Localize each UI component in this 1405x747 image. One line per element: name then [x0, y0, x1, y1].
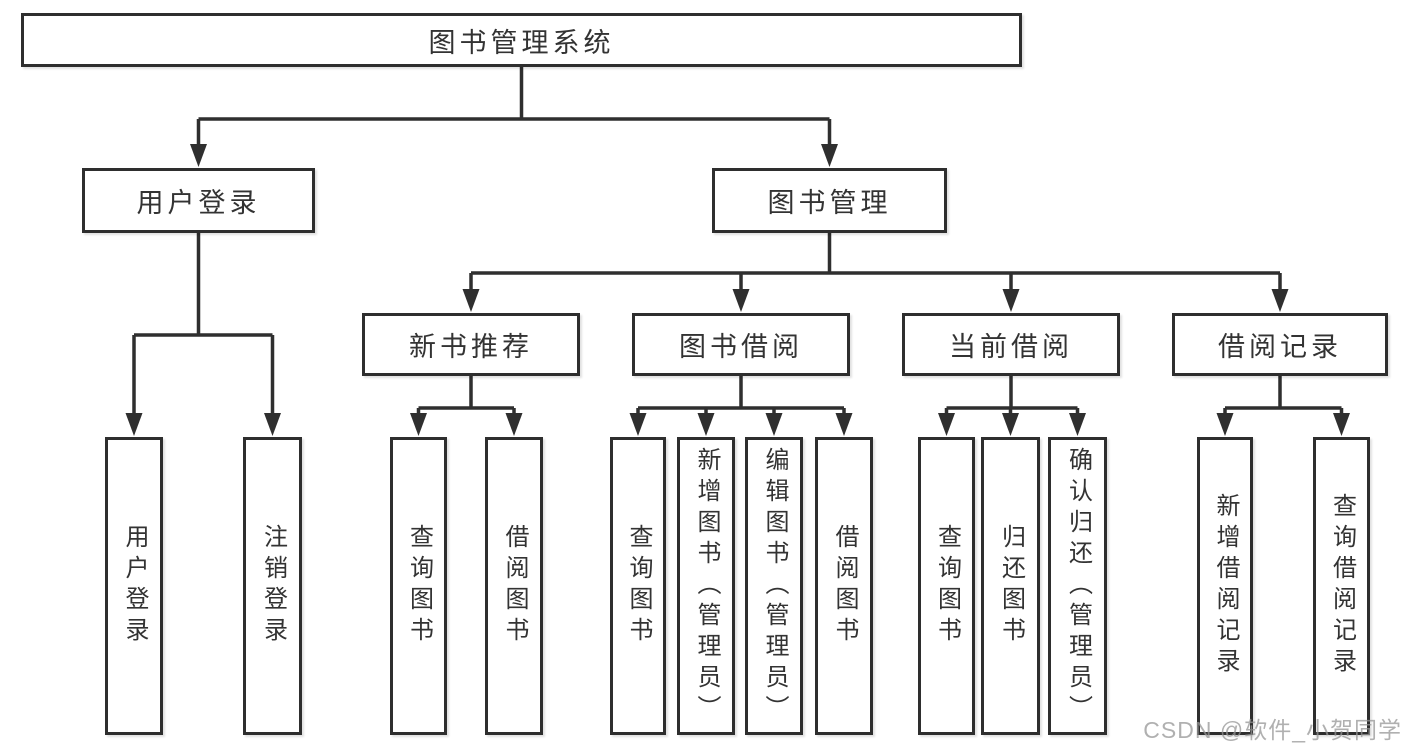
- arrow-down-icon: [1216, 413, 1234, 436]
- wire-borrowrecord-to-leaves: [1223, 376, 1344, 415]
- node-leaf-borrow-book-2: 借阅图书: [815, 437, 873, 735]
- node-leaf-query-book-1: 查询图书: [390, 437, 447, 735]
- node-label: 确认归还（管理员）: [1064, 446, 1092, 726]
- node-label: 注销登录: [259, 524, 287, 648]
- wire-newbookrec-to-leaves: [416, 376, 516, 415]
- node-current-borrowing: 当前借阅: [902, 313, 1120, 376]
- node-book-management: 图书管理: [712, 168, 947, 233]
- wire-bookborrow-to-leaves: [636, 376, 846, 415]
- node-label: 归还图书: [997, 524, 1025, 648]
- node-leaf-query-borrow-record: 查询借阅记录: [1313, 437, 1370, 735]
- arrow-down-icon: [505, 413, 523, 436]
- node-leaf-borrow-book-1: 借阅图书: [485, 437, 543, 735]
- arrow-down-icon: [1271, 289, 1289, 312]
- node-borrowing-records: 借阅记录: [1172, 313, 1388, 376]
- wire-root-to-level2: [196, 67, 832, 146]
- node-leaf-add-borrow-record: 新增借阅记录: [1197, 437, 1253, 735]
- node-leaf-add-book-admin: 新增图书（管理员）: [677, 437, 735, 735]
- node-label: 借阅图书: [831, 524, 858, 648]
- wire-currentborrow-to-leaves: [944, 376, 1080, 415]
- node-label: 新增图书（管理员）: [693, 446, 720, 726]
- csdn-watermark: CSDN @软件_小贺同学: [1143, 717, 1402, 743]
- node-label: 新增借阅记录: [1212, 493, 1239, 679]
- wire-userlogin-to-leaves: [132, 233, 275, 415]
- node-leaf-user-login: 用户登录: [105, 437, 163, 735]
- node-user-login: 用户登录: [82, 168, 315, 233]
- arrow-down-icon: [821, 144, 838, 167]
- arrow-down-icon: [1333, 413, 1350, 436]
- node-leaf-logout: 注销登录: [243, 437, 302, 735]
- arrow-down-icon: [835, 413, 853, 436]
- node-new-book-recommendation: 新书推荐: [362, 313, 580, 376]
- arrow-down-icon: [410, 413, 427, 436]
- arrow-down-icon: [938, 413, 955, 436]
- node-leaf-return-book: 归还图书: [981, 437, 1040, 735]
- arrow-down-icon: [1002, 413, 1019, 436]
- node-label: 查询图书: [625, 524, 652, 648]
- arrow-down-icon: [629, 413, 647, 436]
- node-label: 借阅图书: [501, 524, 528, 648]
- arrow-down-icon: [697, 413, 715, 436]
- node-book-borrowing: 图书借阅: [632, 313, 850, 376]
- node-leaf-query-book-2: 查询图书: [610, 437, 666, 735]
- node-label: 查询借阅记录: [1328, 493, 1356, 679]
- arrow-down-icon: [765, 413, 783, 436]
- arrow-down-icon: [264, 413, 281, 436]
- node-leaf-confirm-return-admin: 确认归还（管理员）: [1048, 437, 1107, 735]
- node-root: 图书管理系统: [21, 13, 1022, 67]
- node-label: 查询图书: [405, 524, 433, 648]
- arrow-down-icon: [1069, 413, 1086, 436]
- arrow-down-icon: [125, 413, 143, 436]
- node-label: 查询图书: [933, 524, 961, 648]
- arrow-down-icon: [462, 289, 480, 312]
- arrow-down-icon: [190, 144, 207, 167]
- node-leaf-query-book-3: 查询图书: [918, 437, 975, 735]
- node-leaf-edit-book-admin: 编辑图书（管理员）: [745, 437, 803, 735]
- arrow-down-icon: [1002, 289, 1020, 312]
- node-label: 用户登录: [121, 524, 148, 648]
- wire-bookmgmt-to-level3: [469, 233, 1282, 291]
- node-label: 编辑图书（管理员）: [761, 446, 788, 726]
- arrow-down-icon: [732, 289, 750, 312]
